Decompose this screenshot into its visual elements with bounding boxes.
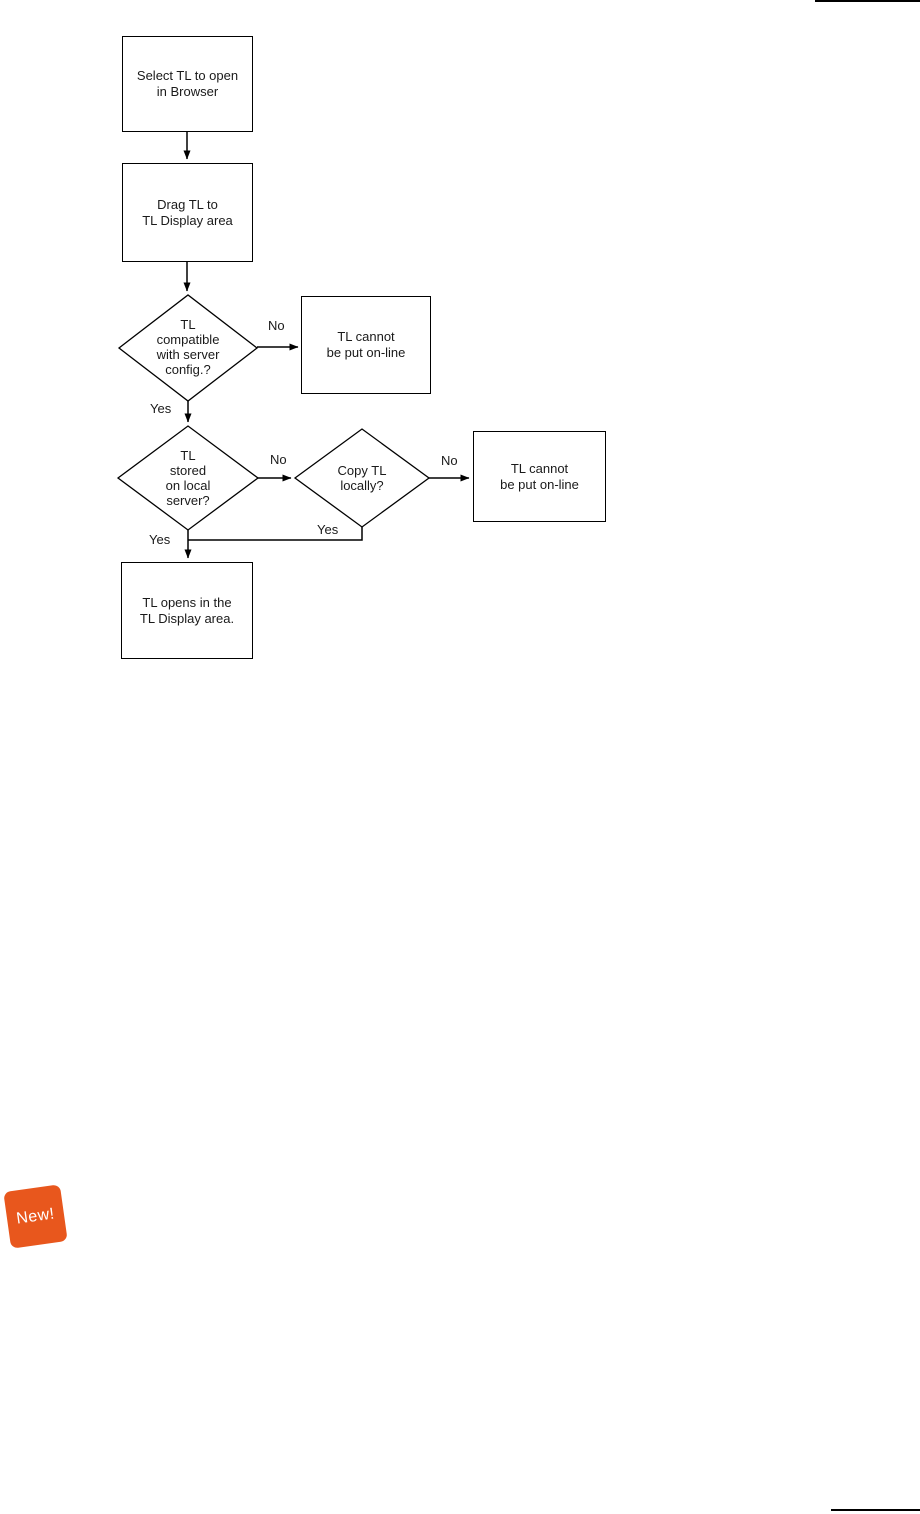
new-badge-label: New!	[15, 1204, 56, 1228]
node-drag-tl: Drag TL to TL Display area	[122, 163, 253, 262]
node-tl-opens: TL opens in the TL Display area.	[121, 562, 253, 659]
edge-label-copy-no: No	[441, 453, 458, 468]
edge-label-stored-no: No	[270, 452, 287, 467]
decision-copy-shape	[293, 428, 431, 528]
decision-compatible-shape	[117, 294, 259, 402]
page-edge-rule-top	[815, 0, 920, 2]
node-cannot-online-2: TL cannot be put on-line	[473, 431, 606, 522]
edge-label-compat-yes: Yes	[150, 401, 172, 416]
decision-stored-label: TL stored on local server?	[165, 448, 211, 508]
page-edge-rule-bottom	[831, 1509, 920, 1511]
edge-label-copy-yes: Yes	[317, 522, 339, 537]
decision-stored-shape	[116, 425, 260, 531]
edge-label-compat-no: No	[268, 318, 285, 333]
decision-copy-label: Copy TL locally?	[337, 463, 387, 493]
node-cannot-online-1: TL cannot be put on-line	[301, 296, 431, 394]
edge-label-stored-yes: Yes	[149, 532, 171, 547]
new-badge: New!	[3, 1184, 68, 1249]
connector-copy-yes	[188, 527, 363, 541]
node-select-tl: Select TL to open in Browser	[122, 36, 253, 132]
decision-compatible-label: TL compatible with server config.?	[156, 317, 220, 377]
